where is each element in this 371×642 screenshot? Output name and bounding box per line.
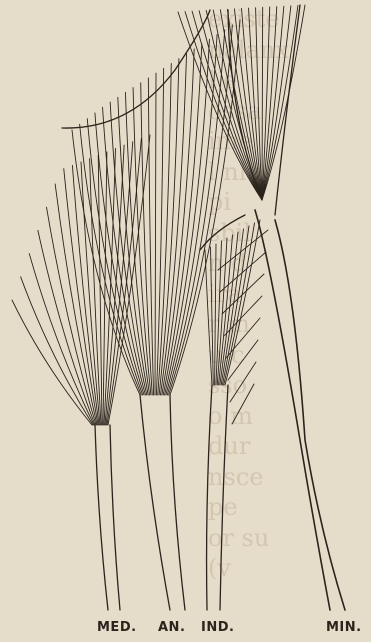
upper-fan-strand xyxy=(220,10,262,200)
ind-diagonal xyxy=(224,296,262,336)
an-tendon-outline xyxy=(170,395,185,610)
ind-diagonal xyxy=(232,384,254,424)
min-tendon-outline xyxy=(275,220,345,610)
an-strand xyxy=(159,59,179,395)
med-strand xyxy=(21,277,93,425)
min-tendon-outline xyxy=(255,210,330,610)
label-an: AN. xyxy=(158,620,185,635)
label-ind: IND. xyxy=(201,620,234,635)
label-med: MED. xyxy=(97,620,137,635)
ind-strand xyxy=(224,223,255,385)
an-strand xyxy=(170,20,240,395)
med-tendon-outline xyxy=(110,425,120,610)
ind-strand xyxy=(215,244,216,385)
an-strand xyxy=(156,68,163,395)
an-fan-top-outline xyxy=(62,10,210,128)
an-strand xyxy=(155,73,156,395)
upper-fan-strand xyxy=(262,7,270,200)
an-strand xyxy=(163,44,202,395)
upper-fan-strand xyxy=(262,7,263,200)
med-strand xyxy=(106,142,133,425)
ind-tendon-outline xyxy=(220,385,228,610)
ind-diagonal xyxy=(220,252,266,292)
an-strand xyxy=(95,113,144,395)
ind-tendon-outline xyxy=(207,385,212,610)
med-tendon-outline xyxy=(95,425,108,610)
ind-diagonal xyxy=(230,362,256,402)
med-strand xyxy=(55,184,97,425)
med-strand xyxy=(12,300,92,425)
an-tendon-outline xyxy=(140,395,170,610)
label-min: MIN. xyxy=(326,620,362,635)
